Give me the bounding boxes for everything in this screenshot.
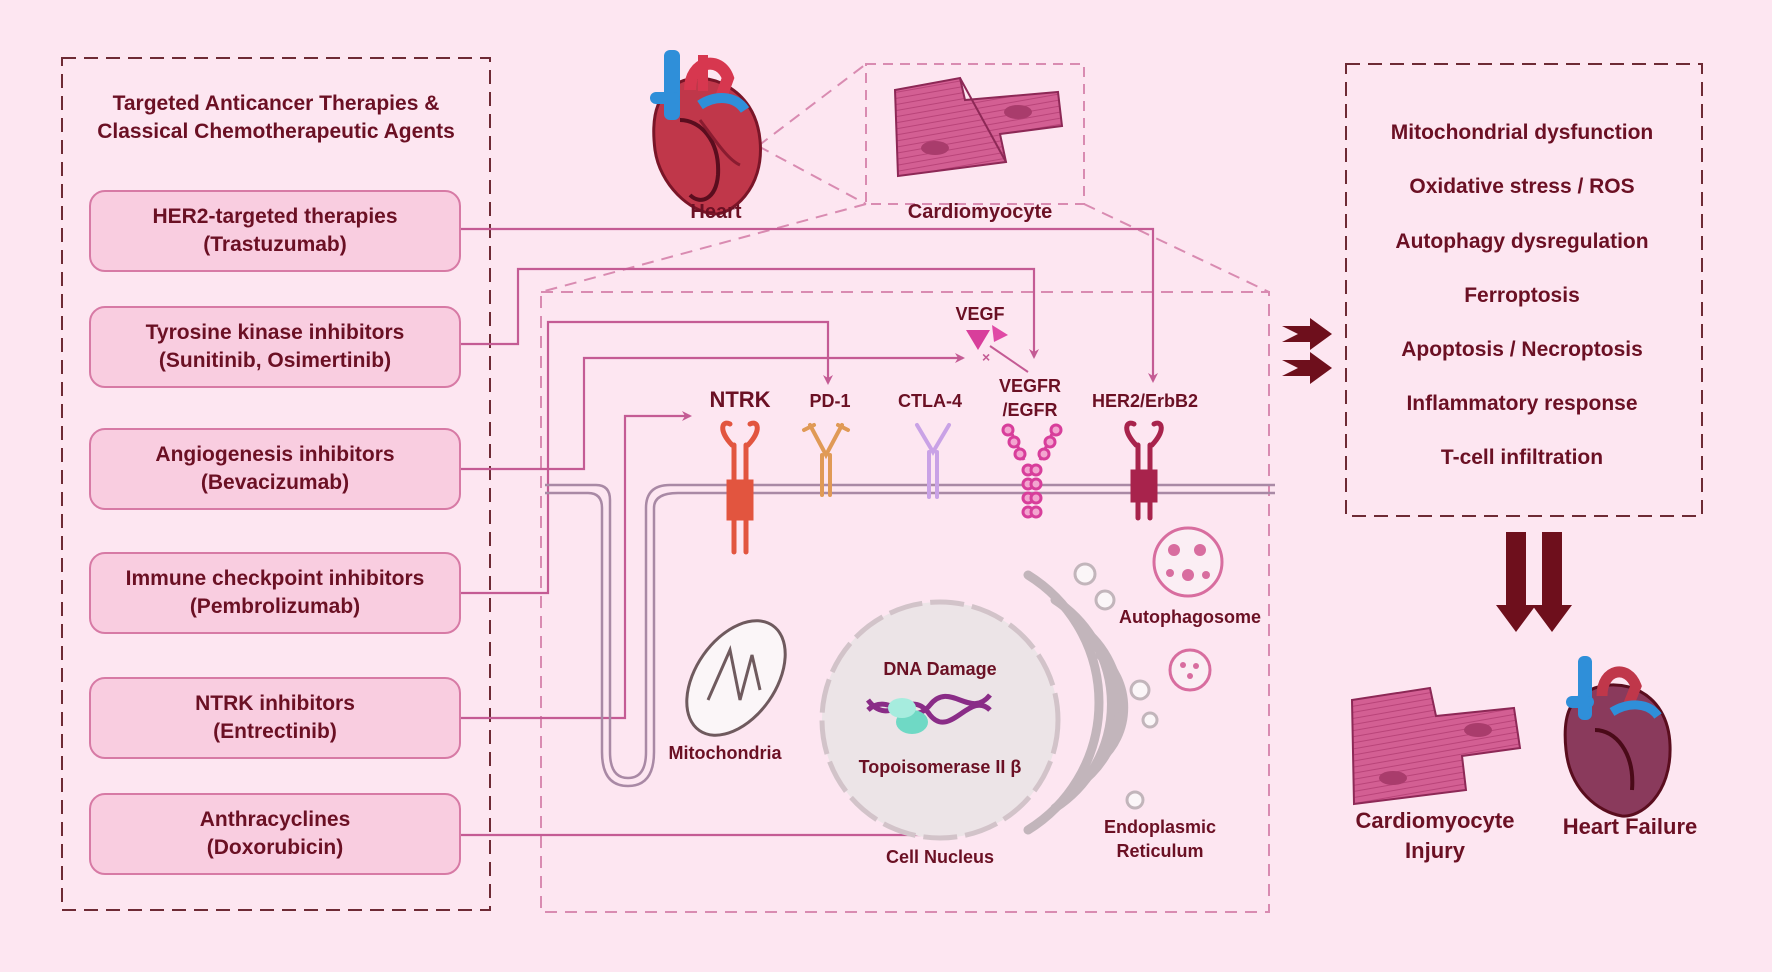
zoom-lines bbox=[540, 63, 1270, 293]
injury-line1: Cardiomyocyte bbox=[1355, 808, 1515, 833]
vegfr-label-line1: VEGFR bbox=[998, 376, 1061, 396]
mechanism-panel-border bbox=[1345, 63, 1703, 517]
output-arrows bbox=[1282, 318, 1572, 632]
autophagosome-label: Autophagosome bbox=[1119, 607, 1261, 627]
therapy-drug: (Entrectinib) bbox=[213, 720, 337, 743]
therapy-name: HER2-targeted therapies bbox=[152, 205, 398, 228]
therapy-box-tki[interactable]: Tyrosine kinase inhibitors (Sunitinib, O… bbox=[89, 306, 461, 388]
vegf-ligand-icon: × bbox=[966, 325, 1029, 373]
cardiomyocyte-inset-border bbox=[865, 63, 1085, 205]
vegfr-label-line2: /EGFR bbox=[1002, 400, 1058, 420]
mitochondria-icon bbox=[685, 619, 787, 737]
vegfr-receptor-icon bbox=[1001, 423, 1063, 519]
mechanism-item: T-cell infiltration bbox=[1440, 446, 1604, 469]
mechanism-item: Oxidative stress / ROS bbox=[1409, 175, 1635, 198]
cardiomyocyte-icon bbox=[893, 76, 1064, 178]
heart-icon bbox=[650, 50, 762, 216]
therapy-box-anthracyclines[interactable]: Anthracyclines (Doxorubicin) bbox=[89, 793, 461, 875]
therapy-box-ntrk[interactable]: NTRK inhibitors (Entrectinib) bbox=[89, 677, 461, 759]
heart-failure-label: Heart Failure bbox=[1562, 814, 1698, 839]
ctla4-receptor-icon bbox=[915, 423, 951, 499]
autophagosome-icon bbox=[1152, 526, 1224, 692]
therapies-title-line1: Targeted Anticancer Therapies & bbox=[112, 92, 440, 115]
cardiomyocyte-injury-label: Cardiomyocyte Injury bbox=[1330, 806, 1540, 866]
er-label: Endoplasmic Reticulum bbox=[1085, 815, 1235, 863]
her2-receptor-icon bbox=[1124, 420, 1164, 521]
er-label-line1: Endoplasmic bbox=[1103, 817, 1217, 837]
mitochondria-label: Mitochondria bbox=[668, 743, 782, 763]
pd1-label: PD-1 bbox=[809, 391, 851, 411]
injury-line2: Injury bbox=[1405, 838, 1465, 863]
ctla4-label: CTLA-4 bbox=[898, 391, 962, 411]
vegfr-label: VEGFR /EGFR bbox=[985, 374, 1075, 422]
therapies-title-line2: Classical Chemotherapeutic Agents bbox=[97, 120, 455, 144]
therapy-box-her2[interactable]: HER2-targeted therapies (Trastuzumab) bbox=[89, 190, 461, 272]
therapy-box-checkpoint[interactable]: Immune checkpoint inhibitors (Pembrolizu… bbox=[89, 552, 461, 634]
mechanism-item: Ferroptosis bbox=[1464, 284, 1580, 307]
failing-heart-icon bbox=[1563, 656, 1672, 818]
heart-label: Heart bbox=[690, 201, 742, 223]
therapy-name: Tyrosine kinase inhibitors bbox=[145, 321, 405, 344]
vesicles bbox=[1073, 562, 1159, 810]
cell-nucleus-label: Cell Nucleus bbox=[885, 847, 995, 867]
cell-panel-border bbox=[540, 291, 1270, 913]
cardiomyocyte-label: Cardiomyocyte bbox=[907, 201, 1053, 223]
therapy-drug: (Bevacizumab) bbox=[200, 471, 350, 494]
ntrk-receptor-icon bbox=[720, 420, 760, 555]
therapy-name: Angiogenesis inhibitors bbox=[155, 443, 395, 466]
endoplasmic-reticulum-icon bbox=[1023, 570, 1129, 835]
therapy-name: Immune checkpoint inhibitors bbox=[125, 567, 425, 590]
left-panel-border bbox=[61, 57, 491, 911]
therapy-box-angiogenesis[interactable]: Angiogenesis inhibitors (Bevacizumab) bbox=[89, 428, 461, 510]
er-label-line2: Reticulum bbox=[1116, 841, 1204, 861]
therapy-drug: (Trastuzumab) bbox=[203, 233, 347, 256]
cell-membrane bbox=[545, 483, 1275, 788]
mechanism-item: Autophagy dysregulation bbox=[1395, 230, 1649, 253]
svg-text:×: × bbox=[982, 349, 990, 365]
ntrk-label: NTRK bbox=[709, 387, 771, 412]
dna-damage-label: DNA Damage bbox=[883, 659, 997, 679]
mechanism-item: Inflammatory response bbox=[1406, 392, 1638, 415]
therapy-drug: (Sunitinib, Osimertinib) bbox=[158, 349, 392, 372]
injured-cardiomyocyte-icon bbox=[1350, 686, 1522, 806]
topoisomerase-label: Topoisomerase II β bbox=[858, 757, 1022, 777]
mechanism-item: Apoptosis / Necroptosis bbox=[1401, 338, 1643, 361]
vegf-label: VEGF bbox=[955, 304, 1005, 324]
therapies-title: Targeted Anticancer Therapies & Classica… bbox=[62, 90, 490, 147]
cell-nucleus-icon bbox=[819, 599, 1061, 841]
therapy-name: NTRK inhibitors bbox=[195, 692, 355, 715]
therapy-drug: (Doxorubicin) bbox=[206, 836, 344, 859]
therapy-drug: (Pembrolizumab) bbox=[189, 595, 361, 618]
mechanism-item: Mitochondrial dysfunction bbox=[1390, 121, 1654, 144]
her2-label: HER2/ErbB2 bbox=[1091, 391, 1199, 411]
pd1-receptor-icon bbox=[802, 423, 850, 497]
therapy-name: Anthracyclines bbox=[199, 808, 351, 831]
